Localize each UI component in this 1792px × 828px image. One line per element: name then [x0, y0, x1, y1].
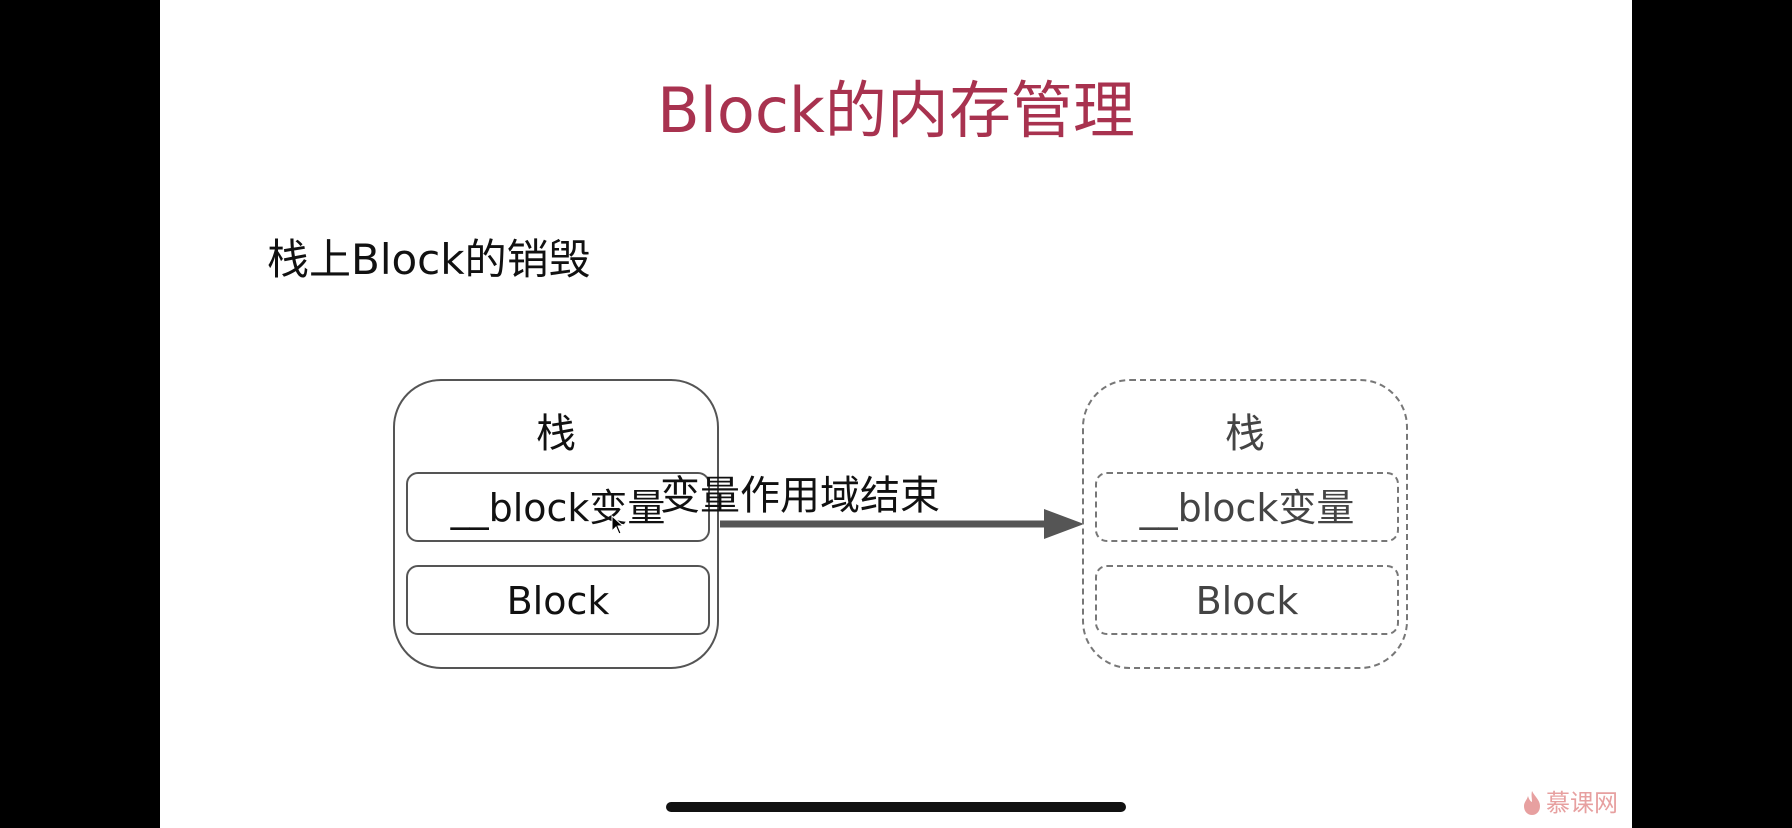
left-block-variable-box: __block变量	[406, 472, 710, 542]
right-block-variable-box: __block变量	[1095, 472, 1399, 542]
home-indicator[interactable]	[666, 802, 1126, 812]
slide-subtitle: 栈上Block的销毁	[267, 235, 591, 284]
right-block-box: Block	[1095, 565, 1399, 635]
left-stack-box: 栈 __block变量 Block	[393, 379, 719, 669]
right-stack-box: 栈 __block变量 Block	[1082, 379, 1408, 669]
left-stack-label: 栈	[536, 411, 576, 457]
watermark-text: 慕课网	[1546, 789, 1618, 817]
watermark: 慕课网	[1522, 788, 1618, 818]
left-block-box: Block	[406, 565, 710, 635]
slide: Block的内存管理 栈上Block的销毁 栈 __block变量 Block …	[160, 0, 1632, 828]
mouse-cursor-icon	[611, 515, 625, 535]
right-stack-label: 栈	[1225, 411, 1265, 457]
arrow-label: 变量作用域结束	[660, 473, 940, 519]
slide-title: Block的内存管理	[657, 74, 1135, 147]
flame-icon	[1524, 791, 1540, 815]
